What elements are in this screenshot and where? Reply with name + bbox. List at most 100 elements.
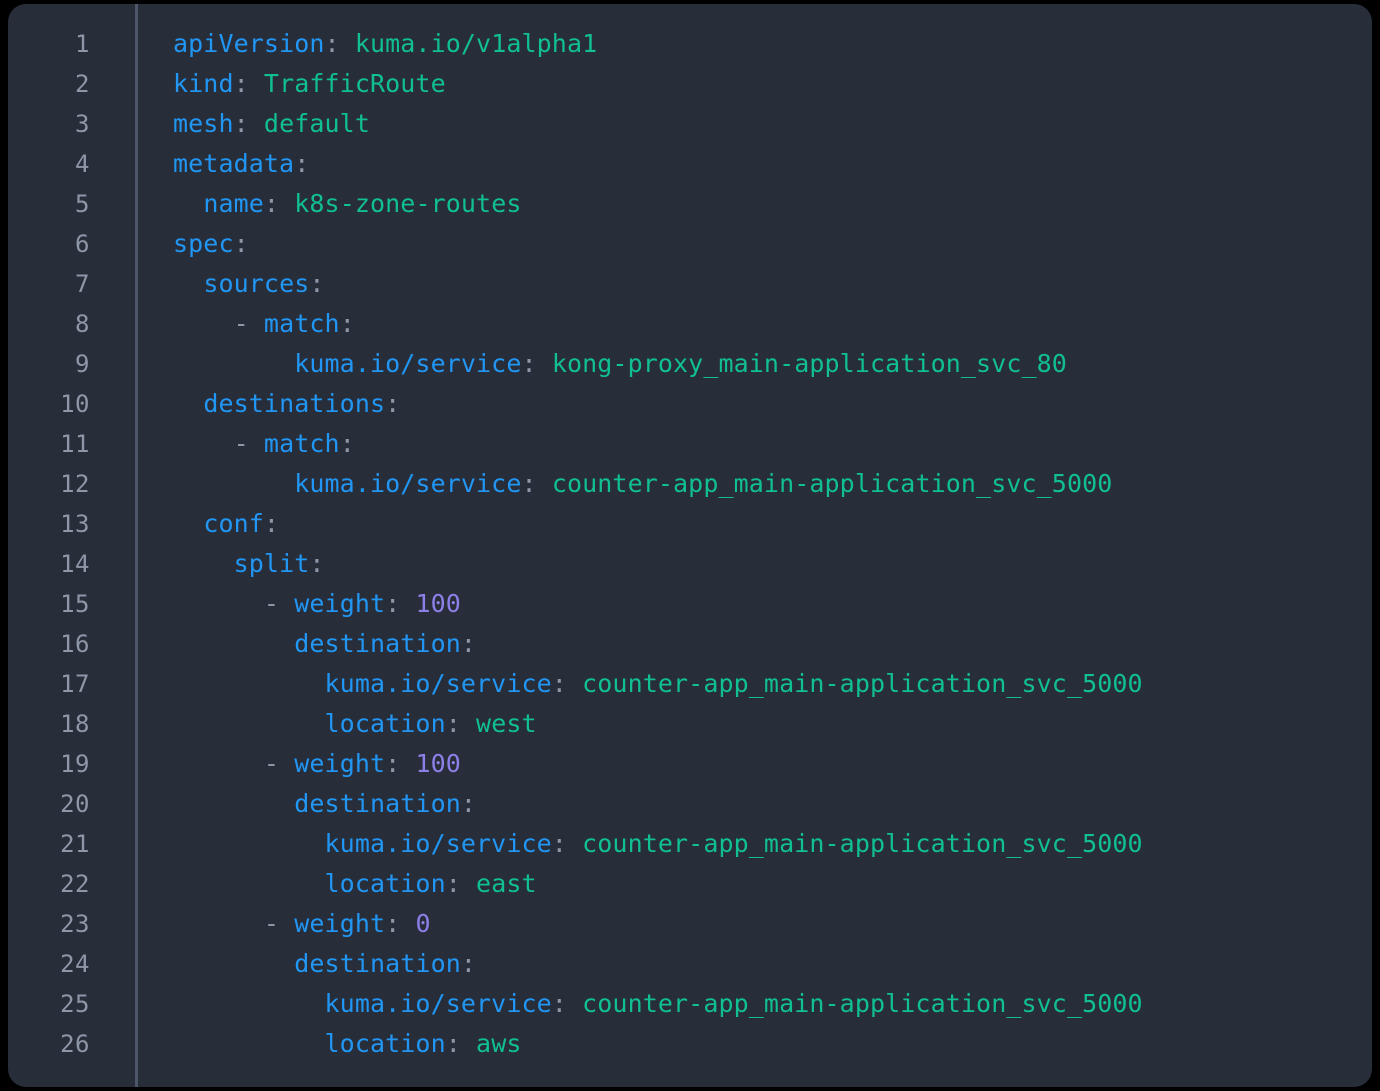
code-line-content[interactable]: kuma.io/service: counter-app_main-applic…: [90, 824, 1143, 864]
token-punct: :: [339, 429, 355, 458]
code-line[interactable]: 13 conf:: [8, 504, 1372, 544]
token-key: destinations: [203, 389, 386, 418]
code-line-content[interactable]: destination:: [90, 944, 476, 984]
code-line-content[interactable]: destination:: [90, 784, 476, 824]
token-key: weight: [294, 589, 386, 618]
code-line-content[interactable]: kuma.io/service: kong-proxy_main-applica…: [90, 344, 1067, 384]
code-line-content[interactable]: name: k8s-zone-routes: [90, 184, 522, 224]
token-str: counter-app_main-application_svc_5000: [582, 989, 1143, 1018]
indent-space: [173, 549, 234, 578]
code-line[interactable]: 11 - match:: [8, 424, 1372, 464]
token-num: 100: [415, 589, 461, 618]
code-line[interactable]: 8 - match:: [8, 304, 1372, 344]
token-key: split: [233, 549, 310, 578]
code-line[interactable]: 12 kuma.io/service: counter-app_main-app…: [8, 464, 1372, 504]
token-punct: :: [460, 949, 477, 978]
code-line[interactable]: 16 destination:: [8, 624, 1372, 664]
token-str: kuma.io/v1alpha1: [354, 29, 598, 58]
line-number: 13: [60, 510, 90, 538]
code-line[interactable]: 22 location: east: [8, 864, 1372, 904]
token-key: kuma.io/service: [324, 669, 552, 698]
indent-space: [173, 869, 325, 898]
token-key: conf: [203, 509, 264, 538]
code-line-content[interactable]: kind: TrafficRoute: [90, 64, 446, 104]
indent-space: [173, 629, 294, 658]
code-line-content[interactable]: - match:: [90, 424, 355, 464]
code-line-content[interactable]: mesh: default: [90, 104, 370, 144]
token-num: 100: [415, 749, 461, 778]
code-line[interactable]: 9 kuma.io/service: kong-proxy_main-appli…: [8, 344, 1372, 384]
code-line-content[interactable]: metadata:: [90, 144, 309, 184]
code-line-content[interactable]: destination:: [90, 624, 476, 664]
gutter-divider: [135, 4, 138, 1087]
token-key: kind: [173, 69, 234, 98]
code-line[interactable]: 26 location: aws: [8, 1024, 1372, 1064]
token-dash: -: [263, 749, 295, 778]
token-key: metadata: [173, 149, 295, 178]
code-line[interactable]: 25 kuma.io/service: counter-app_main-app…: [8, 984, 1372, 1024]
line-number: 4: [75, 150, 90, 178]
code-line-content[interactable]: - weight: 100: [90, 584, 461, 624]
token-punct: :: [460, 789, 477, 818]
token-key: location: [324, 709, 446, 738]
code-line[interactable]: 21 kuma.io/service: counter-app_main-app…: [8, 824, 1372, 864]
code-line[interactable]: 14 split:: [8, 544, 1372, 584]
code-line-content[interactable]: location: aws: [90, 1024, 522, 1064]
code-line[interactable]: 7 sources:: [8, 264, 1372, 304]
token-punct: :: [263, 189, 295, 218]
line-number: 1: [75, 30, 90, 58]
token-key: location: [324, 869, 446, 898]
code-line-content[interactable]: kuma.io/service: counter-app_main-applic…: [90, 664, 1143, 704]
token-key: kuma.io/service: [294, 349, 522, 378]
code-line-content[interactable]: - weight: 0: [90, 904, 431, 944]
code-line-content[interactable]: sources:: [90, 264, 325, 304]
code-line-content[interactable]: kuma.io/service: counter-app_main-applic…: [90, 464, 1112, 504]
code-line[interactable]: 5 name: k8s-zone-routes: [8, 184, 1372, 224]
code-line-content[interactable]: conf:: [90, 504, 279, 544]
indent-space: [173, 1029, 325, 1058]
token-key: apiVersion: [173, 29, 325, 58]
token-punct: :: [339, 309, 355, 338]
code-line-content[interactable]: location: east: [90, 864, 537, 904]
token-key: destination: [294, 949, 461, 978]
code-line-content[interactable]: - match:: [90, 304, 355, 344]
line-number: 26: [60, 1030, 90, 1058]
token-num: 0: [415, 909, 431, 938]
line-number: 9: [75, 350, 90, 378]
line-number: 22: [60, 870, 90, 898]
code-line[interactable]: 20 destination:: [8, 784, 1372, 824]
token-key: match: [263, 429, 340, 458]
token-str: k8s-zone-routes: [294, 189, 522, 218]
code-line-content[interactable]: kuma.io/service: counter-app_main-applic…: [90, 984, 1143, 1024]
code-line[interactable]: 10 destinations:: [8, 384, 1372, 424]
code-line[interactable]: 19 - weight: 100: [8, 744, 1372, 784]
code-line[interactable]: 23 - weight: 0: [8, 904, 1372, 944]
code-line-content[interactable]: split:: [90, 544, 325, 584]
code-line[interactable]: 17 kuma.io/service: counter-app_main-app…: [8, 664, 1372, 704]
line-number: 24: [60, 950, 90, 978]
code-line-content[interactable]: destinations:: [90, 384, 400, 424]
token-punct: :: [445, 869, 477, 898]
token-str: aws: [476, 1029, 522, 1058]
code-line-content[interactable]: location: west: [90, 704, 537, 744]
token-str: counter-app_main-application_svc_5000: [582, 829, 1143, 858]
code-line[interactable]: 24 destination:: [8, 944, 1372, 984]
line-number: 18: [60, 710, 90, 738]
line-number: 19: [60, 750, 90, 778]
code-line-content[interactable]: apiVersion: kuma.io/v1alpha1: [90, 24, 597, 64]
code-line[interactable]: 18 location: west: [8, 704, 1372, 744]
code-line[interactable]: 15 - weight: 100: [8, 584, 1372, 624]
code-line-content[interactable]: - weight: 100: [90, 744, 461, 784]
indent-space: [173, 189, 203, 218]
token-punct: :: [551, 669, 583, 698]
token-key: kuma.io/service: [294, 469, 522, 498]
token-punct: :: [445, 709, 477, 738]
code-line-content[interactable]: spec:: [90, 224, 249, 264]
